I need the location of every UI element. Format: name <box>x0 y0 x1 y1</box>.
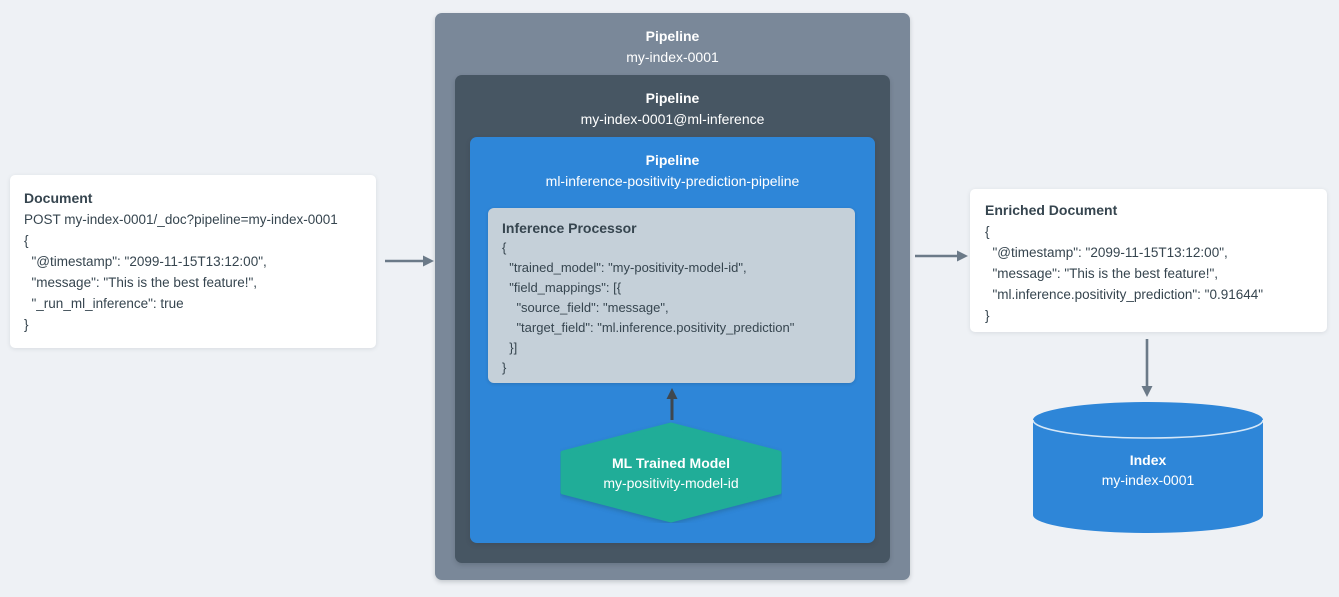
pipeline-inference-label: Pipeline <box>645 152 700 168</box>
pipeline-inference-header: Pipeline ml-inference-positivity-predict… <box>470 150 875 192</box>
enriched-document-code: { "@timestamp": "2099-11-15T13:12:00", "… <box>985 224 1264 323</box>
document-title: Document <box>24 190 93 206</box>
pipeline-outer-header: Pipeline my-index-0001 <box>435 26 910 68</box>
pipeline-ml-inference-label: Pipeline <box>645 90 700 106</box>
pipeline-inference-name: ml-inference-positivity-prediction-pipel… <box>545 173 800 189</box>
inference-processor-title: Inference Processor <box>502 220 637 236</box>
index-name: my-index-0001 <box>1101 472 1195 488</box>
arrow-enriched-document-to-index <box>1141 339 1153 397</box>
inference-processor-code: { "trained_model": "my-positivity-model-… <box>502 240 795 375</box>
document-code: POST my-index-0001/_doc?pipeline=my-inde… <box>24 212 338 332</box>
ml-model-title: ML Trained Model <box>612 454 730 471</box>
ml-trained-model-node: ML Trained Model my-positivity-model-id <box>560 422 782 523</box>
index-cylinder: Index my-index-0001 <box>1033 402 1263 534</box>
index-cylinder-text: Index my-index-0001 <box>1033 450 1263 490</box>
pipeline-ml-inference-name: my-index-0001@ml-inference <box>580 111 765 127</box>
ml-trained-model-text: ML Trained Model my-positivity-model-id <box>560 422 782 523</box>
pipeline-outer-name: my-index-0001 <box>626 49 719 65</box>
document-card: Document POST my-index-0001/_doc?pipelin… <box>10 175 376 348</box>
hexagon-shape <box>560 422 782 523</box>
arrow-pipeline-to-enriched-document <box>915 250 968 262</box>
cylinder-shape <box>1033 402 1263 533</box>
index-title: Index <box>1129 452 1167 468</box>
pipeline-outer-label: Pipeline <box>645 28 700 44</box>
enriched-document-card: Enriched Document { "@timestamp": "2099-… <box>970 189 1327 332</box>
ml-model-name: my-positivity-model-id <box>603 474 739 491</box>
enriched-document-title: Enriched Document <box>985 202 1118 218</box>
arrow-document-to-pipeline <box>385 255 434 267</box>
inference-processor-card: Inference Processor { "trained_model": "… <box>488 208 855 383</box>
pipeline-ml-inference-header: Pipeline my-index-0001@ml-inference <box>455 88 890 130</box>
